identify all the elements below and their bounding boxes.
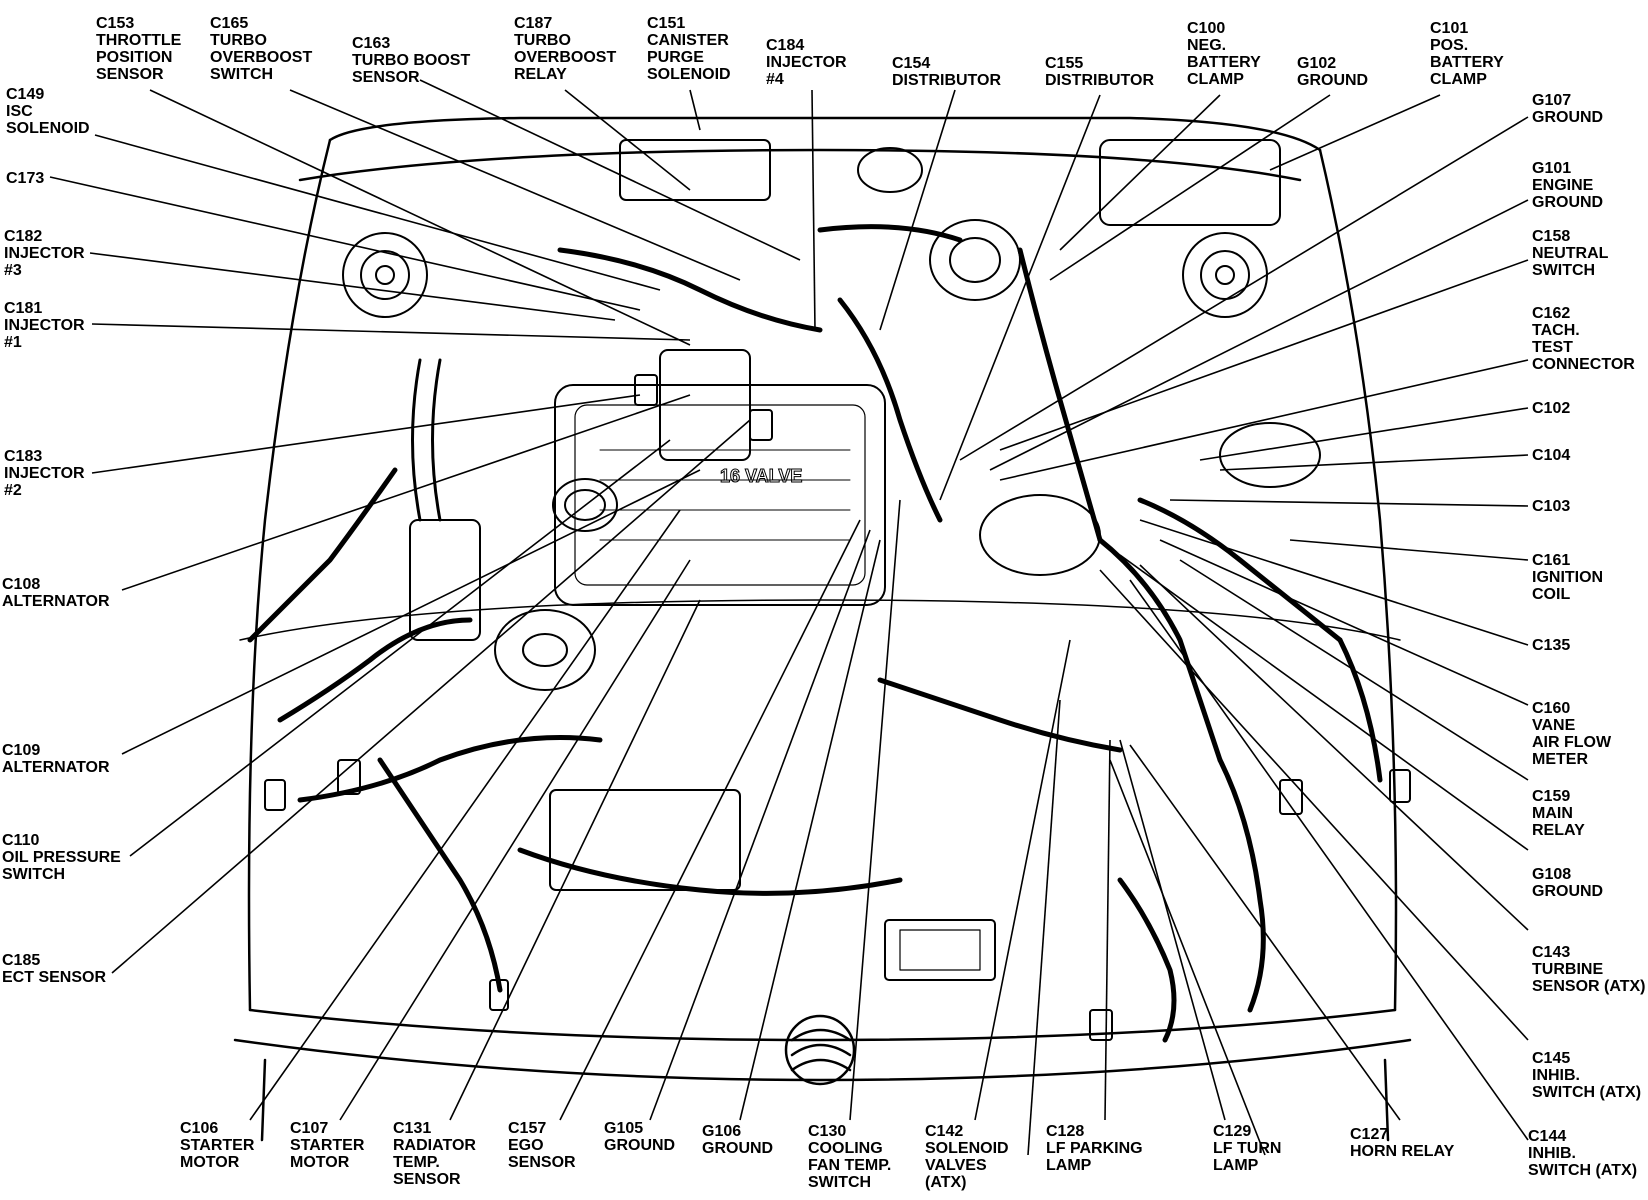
mercury-emblem-icon <box>784 1014 856 1086</box>
label-c102: C102 <box>1532 400 1571 417</box>
label-c104: C104 <box>1532 447 1571 464</box>
label-c135: C135 <box>1532 637 1571 654</box>
engine-block <box>549 349 996 981</box>
label-c173: C173 <box>6 170 45 187</box>
label-c103: C103 <box>1532 498 1571 515</box>
engine-cover-text: 16 VALVE <box>720 466 802 486</box>
wiring-harness <box>247 224 1383 1043</box>
connectors <box>264 374 1411 1041</box>
leader-lines <box>49 79 1529 1156</box>
